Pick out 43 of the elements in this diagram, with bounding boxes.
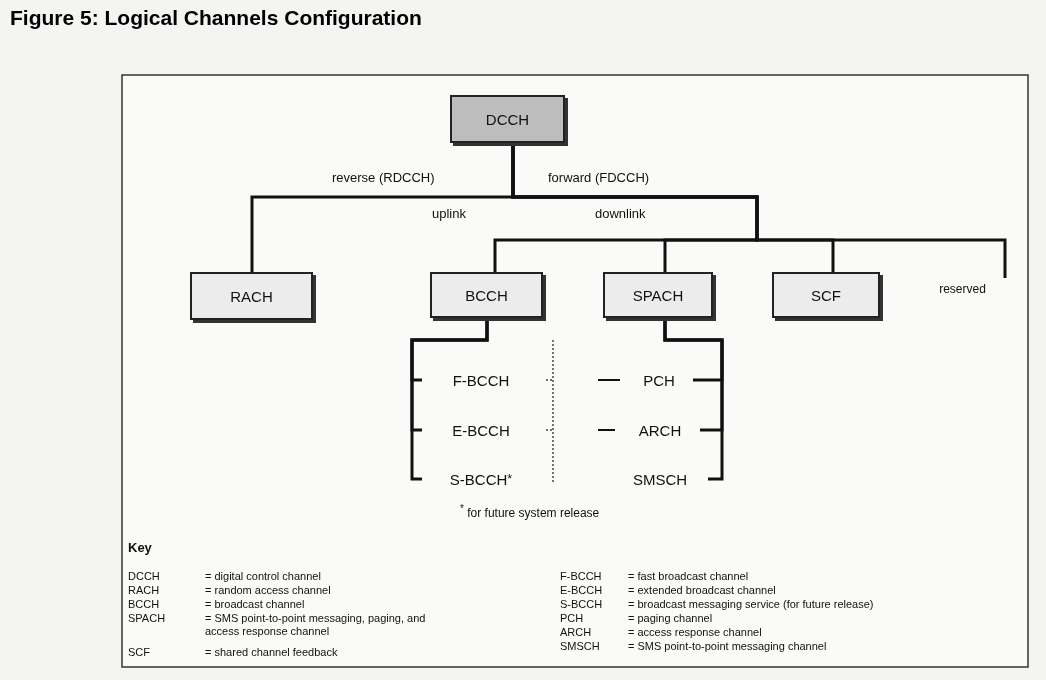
key-abbreviation: SPACH bbox=[128, 612, 166, 625]
key-abbreviation: F-BCCH bbox=[560, 570, 602, 583]
edge-label: forward (FDCCH) bbox=[546, 170, 652, 185]
key-definition: = SMS point-to-point messaging channel bbox=[628, 640, 827, 653]
key-definition: = digital control channel bbox=[205, 570, 321, 583]
key-definition: = shared channel feedback bbox=[205, 646, 338, 659]
key-abbreviation: SMSCH bbox=[560, 640, 600, 653]
channel-box: RACH bbox=[190, 272, 313, 320]
key-abbreviation: ARCH bbox=[560, 626, 592, 639]
key-abbreviation: BCCH bbox=[128, 598, 160, 611]
channel-label: ARCH bbox=[620, 418, 700, 442]
channel-box: SPACH bbox=[603, 272, 713, 318]
key-abbreviation: SCF bbox=[128, 646, 150, 659]
figure-title: Figure 5: Logical Channels Configuration bbox=[10, 6, 422, 30]
channel-box: DCCH bbox=[450, 95, 565, 143]
connector-line bbox=[663, 318, 724, 481]
channel-label: F-BCCH bbox=[422, 368, 540, 392]
key-definition: = access response channel bbox=[628, 626, 762, 639]
key-definition: = SMS point-to-point messaging, paging, and access response channel bbox=[205, 612, 427, 638]
channel-label: SMSCH bbox=[612, 466, 708, 492]
direction-label: downlink bbox=[595, 206, 646, 221]
key-definition: = broadcast messaging service (for future release) bbox=[628, 598, 874, 611]
key-definition: = random access channel bbox=[205, 584, 331, 597]
footnote: $^{*}$ for future system release bbox=[460, 503, 600, 520]
key-definition: = fast broadcast channel bbox=[628, 570, 749, 583]
channel-label: E-BCCH bbox=[422, 418, 540, 442]
direction-label: uplink bbox=[432, 206, 466, 221]
channel-box: SCF bbox=[772, 272, 880, 318]
key-abbreviation: PCH bbox=[560, 612, 584, 625]
key-abbreviation: S-BCCH bbox=[560, 598, 603, 611]
key-definition: = paging channel bbox=[628, 612, 713, 625]
connector-line bbox=[410, 318, 489, 481]
channel-label: PCH bbox=[625, 368, 693, 392]
edge-label: reverse (RDCCH) bbox=[330, 170, 437, 185]
key-abbreviation: E-BCCH bbox=[560, 584, 603, 597]
key-heading: Key bbox=[128, 540, 152, 555]
key-definition: = broadcast channel bbox=[205, 598, 305, 611]
key-definition: = extended broadcast channel bbox=[628, 584, 776, 597]
connector-line bbox=[511, 143, 1007, 278]
channel-box: BCCH bbox=[430, 272, 543, 318]
key-abbreviation: DCCH bbox=[128, 570, 160, 583]
channel-label: reserved bbox=[915, 278, 1010, 300]
key-abbreviation: RACH bbox=[128, 584, 160, 597]
